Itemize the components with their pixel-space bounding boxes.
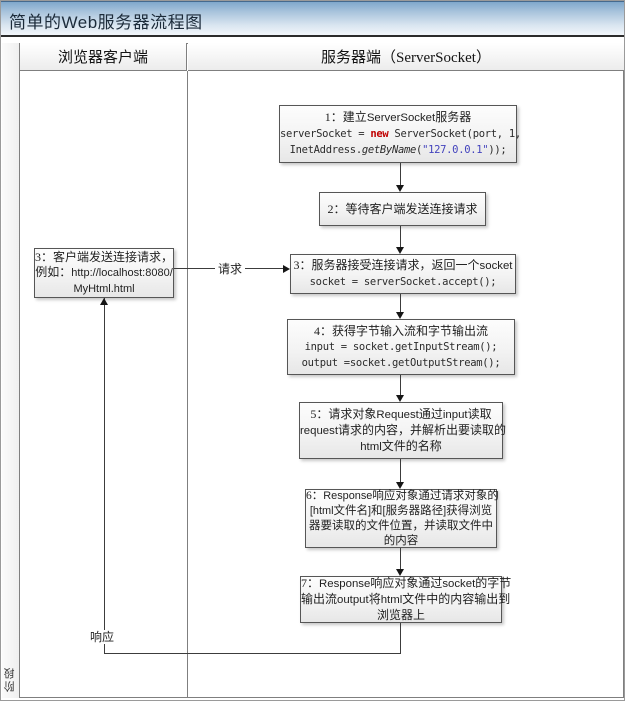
- lane-header-client: 浏览器客户端: [20, 43, 187, 71]
- connector-s6-s7: [400, 548, 401, 569]
- connector-s1-s2: [400, 163, 401, 185]
- phase-strip: [2, 43, 20, 698]
- arrowhead-down-icon: [396, 569, 404, 576]
- lane-header-server: 服务器端（ServerSocket）: [188, 43, 624, 71]
- arrowhead-down-icon: [396, 185, 404, 192]
- phase-label: 阶段: [4, 666, 16, 692]
- response-label: 响应: [87, 630, 118, 644]
- connector-s2-s3: [400, 226, 401, 247]
- client-step3-send-request-box: 3：客户端发送连接请求，例如：http://localhost:8080/MyH…: [34, 248, 174, 298]
- connector-response-across: [104, 653, 401, 654]
- step6-response-locate-file-box: 6：Response响应对象通过请求对象的[html文件名]和[服务器路径]获得…: [305, 489, 499, 548]
- connector-response-down: [400, 623, 401, 653]
- connector-s4-s5: [400, 375, 401, 395]
- arrowhead-down-icon: [396, 395, 404, 402]
- arrowhead-right-icon: [283, 265, 290, 273]
- arrowhead-down-icon: [396, 482, 404, 489]
- request-label: 请求: [215, 262, 246, 276]
- page-title: 简单的Web服务器流程图: [9, 13, 203, 32]
- connector-response-up: [104, 298, 105, 653]
- connector-s3-s4: [400, 294, 401, 312]
- lane-separator: [187, 71, 188, 698]
- step2-wait-connection-box: 2：等待客户端发送连接请求: [319, 192, 486, 226]
- connector-s5-s6: [400, 459, 401, 482]
- arrowhead-up-icon: [100, 298, 108, 305]
- title-band: 简单的Web服务器流程图: [1, 1, 624, 37]
- arrowhead-down-icon: [396, 247, 404, 254]
- step7-response-output-box: 7：Response响应对象通过socket的字节输出流output将html文…: [300, 576, 512, 623]
- arrowhead-down-icon: [396, 312, 404, 319]
